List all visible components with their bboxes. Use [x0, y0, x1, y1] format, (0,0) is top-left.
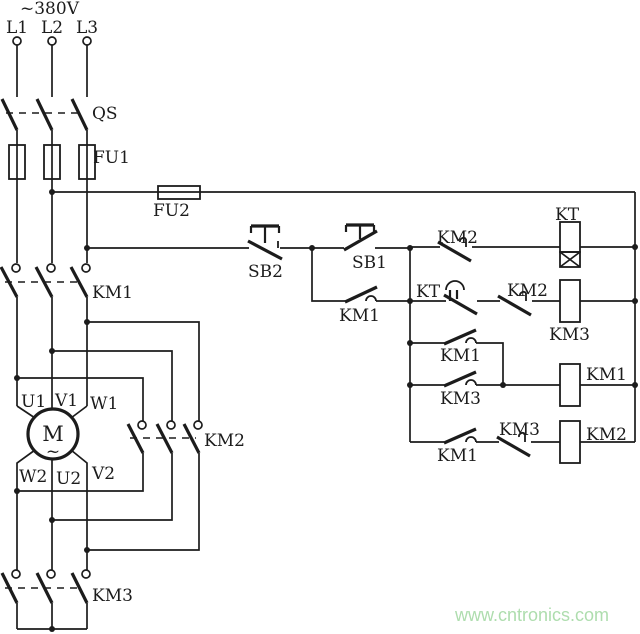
terminal-w2-label: W2 — [19, 467, 47, 487]
motor-symbol: M ~ U1 V1 W1 W2 U2 V2 — [19, 391, 118, 489]
km1-coil-label: KM1 — [586, 365, 627, 385]
rung4-km3-no-label: KM3 — [440, 389, 481, 409]
motor-bottom-leads — [14, 449, 90, 570]
km2-feed-taps — [17, 321, 200, 421]
kt-contact-label: KT — [416, 282, 441, 302]
km1-selfhold-contact: KM1 — [311, 248, 410, 326]
km3-coil-symbol — [559, 279, 581, 323]
terminal-u1-label: U1 — [21, 392, 46, 412]
terminal-circle-l1 — [12, 36, 22, 46]
km2-coil-label: KM2 — [586, 425, 627, 445]
km3-main-contacts: KM3 — [0, 569, 133, 632]
qs-switch-symbol: QS — [0, 98, 118, 131]
rung1-km2-nc-label: KM2 — [437, 228, 478, 248]
rung5-km1-no-label: KM1 — [437, 446, 478, 466]
terminal-w1-label: W1 — [90, 394, 118, 414]
motor-top-leads — [14, 297, 90, 419]
qs-label: QS — [92, 104, 118, 124]
km3-main-label: KM3 — [92, 586, 133, 606]
sb1-start-button: SB1 — [343, 223, 387, 273]
phase-l2-label: L2 — [41, 18, 63, 38]
terminal-circle-l2 — [47, 36, 57, 46]
motor-letter: M — [42, 422, 64, 446]
km1-main-label: KM1 — [92, 283, 133, 303]
phase-l1-label: L1 — [6, 18, 28, 38]
fu2-label: FU2 — [153, 201, 190, 221]
rung2-km2-nc-label: KM2 — [507, 281, 548, 301]
rung-km3-coil: KT KM2 KM3 — [410, 279, 635, 345]
supply-voltage-label: ~380V — [20, 0, 80, 19]
fu2-fuse-symbol: FU2 — [49, 185, 635, 221]
km2-main-label: KM2 — [204, 431, 245, 451]
km2-main-contacts: KM2 — [17, 420, 245, 551]
terminal-u2-label: U2 — [56, 469, 81, 489]
phase-l3-label: L3 — [76, 18, 98, 38]
kt-coil-label: KT — [555, 205, 580, 225]
fu1-label: FU1 — [93, 148, 130, 168]
sb1-label: SB1 — [352, 253, 387, 273]
km1-main-contacts: KM1 — [0, 263, 133, 303]
kt-coil-symbol — [559, 221, 581, 253]
terminal-v2-label: V2 — [91, 464, 115, 484]
motor-ac-symbol: ~ — [46, 442, 60, 462]
km1-coil-symbol — [559, 363, 581, 407]
km1-selfhold-label: KM1 — [339, 306, 380, 326]
rung-kt-coil: KM2 KT — [410, 205, 635, 268]
sb2-stop-button: SB2 — [247, 224, 283, 282]
sb2-label: SB2 — [248, 262, 283, 282]
fu1-fuse-symbol: FU1 — [8, 144, 130, 180]
watermark-text: www.cntronics.com — [454, 605, 609, 625]
rung5-km3-nc-label: KM3 — [499, 420, 540, 440]
rung-km2-coil: KM1 KM3 KM2 — [410, 420, 635, 466]
supply-terminals: ~380V L1 L2 L3 — [6, 0, 98, 97]
terminal-v1-label: V1 — [54, 391, 78, 411]
terminal-circle-l3 — [82, 36, 92, 46]
km3-coil-label: KM3 — [549, 325, 590, 345]
rung-km1-coil: KM1 KM3 KM1 — [410, 328, 635, 409]
km2-coil-symbol — [559, 420, 581, 464]
rung3-km1-no-label: KM1 — [440, 346, 481, 366]
